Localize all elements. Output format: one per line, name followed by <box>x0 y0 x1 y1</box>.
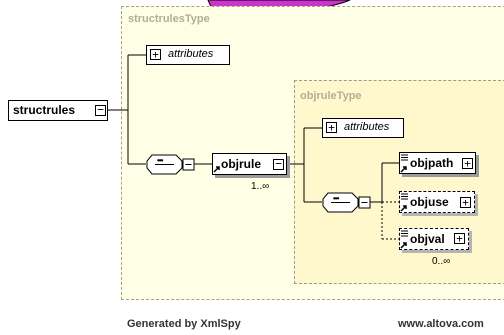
objrule-attributes[interactable] <box>322 118 404 138</box>
structrules-label: structrules <box>13 103 76 117</box>
text-content-icon <box>401 193 408 200</box>
sequence-compositor-icon[interactable] <box>146 154 198 176</box>
objval-label: objval <box>410 232 445 246</box>
expand-icon[interactable]: + <box>454 233 465 244</box>
expand-icon[interactable]: + <box>462 158 473 169</box>
objrule-element[interactable] <box>212 153 287 175</box>
objrule-label: objrule <box>221 157 262 171</box>
element-ref-icon <box>400 166 407 173</box>
objval-element[interactable] <box>399 228 469 250</box>
text-content-icon <box>401 230 408 237</box>
collapse-icon[interactable]: − <box>95 104 106 116</box>
objrule-cardinality: 1..∞ <box>251 181 270 192</box>
structrules-element[interactable] <box>8 100 108 121</box>
website-text: www.altova.com <box>398 318 484 330</box>
sequence-dots: ••• <box>333 194 339 203</box>
attributes-label: attributes <box>168 48 214 60</box>
element-ref-icon <box>400 242 407 249</box>
objrule-type-box <box>294 80 504 284</box>
objuse-label: objuse <box>410 195 449 209</box>
sequence-compositor-icon[interactable] <box>322 192 374 214</box>
element-ref-icon <box>213 166 220 173</box>
structrules-type-title: structrulesType <box>128 13 210 25</box>
element-ref-icon <box>400 205 407 212</box>
expand-icon[interactable]: + <box>326 122 337 133</box>
attributes-label: attributes <box>344 121 390 133</box>
text-content-icon <box>401 154 408 161</box>
generated-by-text: Generated by XmlSpy <box>127 318 241 330</box>
objval-cardinality: 0..∞ <box>432 256 451 267</box>
collapse-icon[interactable]: − <box>273 158 284 170</box>
objuse-element[interactable] <box>399 191 475 213</box>
structrules-attributes[interactable] <box>146 45 230 65</box>
objpath-element[interactable] <box>399 152 476 174</box>
expand-icon[interactable]: + <box>460 197 471 208</box>
objpath-label: objpath <box>410 156 454 170</box>
sequence-dots: ••• <box>157 156 163 165</box>
expand-icon[interactable]: + <box>150 49 161 60</box>
objrule-type-title: objruleType <box>300 90 362 102</box>
